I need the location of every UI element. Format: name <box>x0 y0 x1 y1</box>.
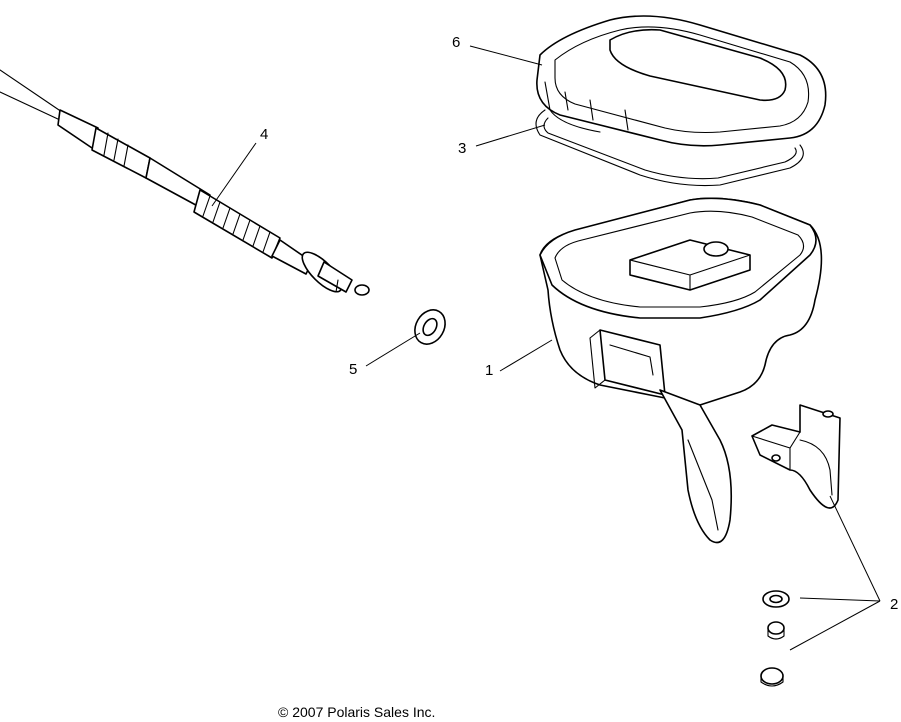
leader-6 <box>469 45 543 66</box>
housing-cover <box>536 15 827 147</box>
gasket <box>535 109 804 187</box>
callout-4: 4 <box>260 126 268 143</box>
lock-washer <box>762 590 790 608</box>
leader-3 <box>475 124 546 147</box>
callout-2: 2 <box>890 596 898 613</box>
leader-2 <box>789 495 881 651</box>
switch-housing <box>539 197 823 544</box>
callout-5: 5 <box>349 361 357 378</box>
nut <box>767 621 785 640</box>
clamp-assembly <box>751 404 841 509</box>
callout-3: 3 <box>458 140 466 157</box>
leader-1 <box>499 339 553 372</box>
washer <box>414 309 446 345</box>
screw-head <box>760 667 784 687</box>
leader-4 <box>211 142 257 207</box>
callout-1: 1 <box>485 362 493 379</box>
leader-5 <box>365 332 421 367</box>
copyright-notice: © 2007 Polaris Sales Inc. <box>278 704 436 720</box>
callout-6: 6 <box>452 34 460 51</box>
cable-assembly <box>0 69 370 296</box>
